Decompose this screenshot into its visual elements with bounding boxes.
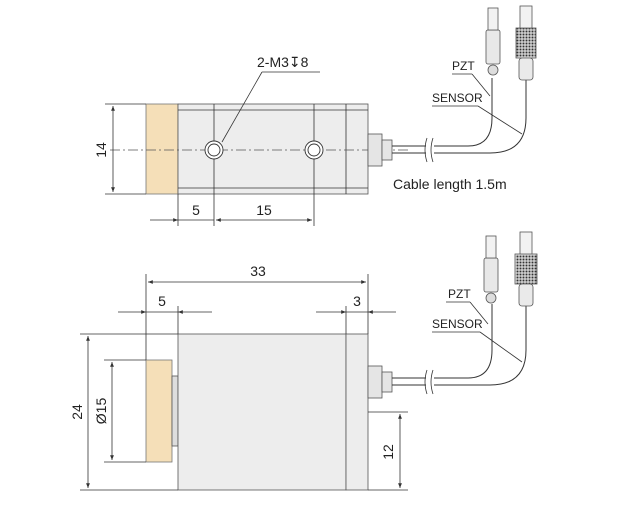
dim-front-height: 24	[69, 404, 85, 420]
top-end-cap	[145, 103, 179, 195]
cable-break-symbol	[424, 137, 434, 163]
label-sensor-top: SENSOR	[432, 91, 483, 105]
pzt-connector-nut-front	[485, 292, 497, 304]
top-view: 2-M3↧8 14 5 15 PZT SENSOR	[93, 5, 537, 226]
dim-front-diameter: Ø15	[93, 398, 109, 425]
front-cable-gland	[367, 365, 383, 399]
cable-sensor-lower	[434, 80, 527, 154]
pzt-connector-body-front	[483, 257, 499, 293]
sensor-connector-grip-front	[514, 253, 538, 285]
dim-top-pitch: 15	[256, 202, 272, 218]
pzt-label-leader	[471, 73, 491, 97]
label-pzt-front: PZT	[448, 287, 471, 301]
cable-pzt-front	[434, 304, 493, 379]
front-body	[177, 333, 347, 491]
sensor-label-leader-front	[479, 331, 523, 363]
pzt-connector-body	[485, 29, 501, 65]
cable-sensor-front	[434, 306, 527, 386]
front-piston	[171, 375, 179, 447]
sensor-connector-plug	[519, 5, 533, 29]
cable-pzt-upper	[434, 78, 493, 147]
cable-length-note: Cable length 1.5m	[393, 176, 507, 192]
hole-callout: 2-M3↧8	[257, 54, 309, 70]
pzt-connector-plug	[487, 7, 499, 31]
sensor-connector-boot	[518, 57, 534, 81]
dim-top-height: 14	[93, 142, 109, 158]
dim-top-offset: 5	[192, 202, 200, 218]
dim-front-left: 5	[158, 293, 166, 309]
top-cable-gland-tip	[381, 139, 393, 161]
sensor-connector-plug-front	[519, 231, 533, 255]
sensor-label-leader	[477, 105, 523, 135]
dim-front-right: 3	[353, 293, 361, 309]
label-sensor-front: SENSOR	[432, 317, 483, 331]
hole-callout-leader	[221, 71, 263, 143]
top-cable-gland	[367, 133, 383, 167]
mount-hole-1-inner	[207, 143, 221, 157]
front-cable-gland-tip	[381, 371, 393, 393]
dim-front-length: 33	[250, 263, 266, 279]
front-body-step	[345, 333, 369, 491]
front-view: 33 5 3 24 Ø15 12	[69, 231, 538, 491]
sensor-connector-boot-front	[518, 283, 534, 307]
pzt-connector-nut	[487, 64, 499, 76]
pzt-label-leader-front	[469, 301, 489, 325]
front-end-cap	[145, 359, 173, 463]
mount-hole-2-inner	[307, 143, 321, 157]
cable-break-symbol	[424, 369, 434, 395]
sensor-connector-grip	[515, 27, 537, 59]
label-pzt-top: PZT	[452, 59, 475, 73]
pzt-connector-plug-front	[485, 235, 497, 259]
dim-front-center: 12	[380, 444, 396, 460]
